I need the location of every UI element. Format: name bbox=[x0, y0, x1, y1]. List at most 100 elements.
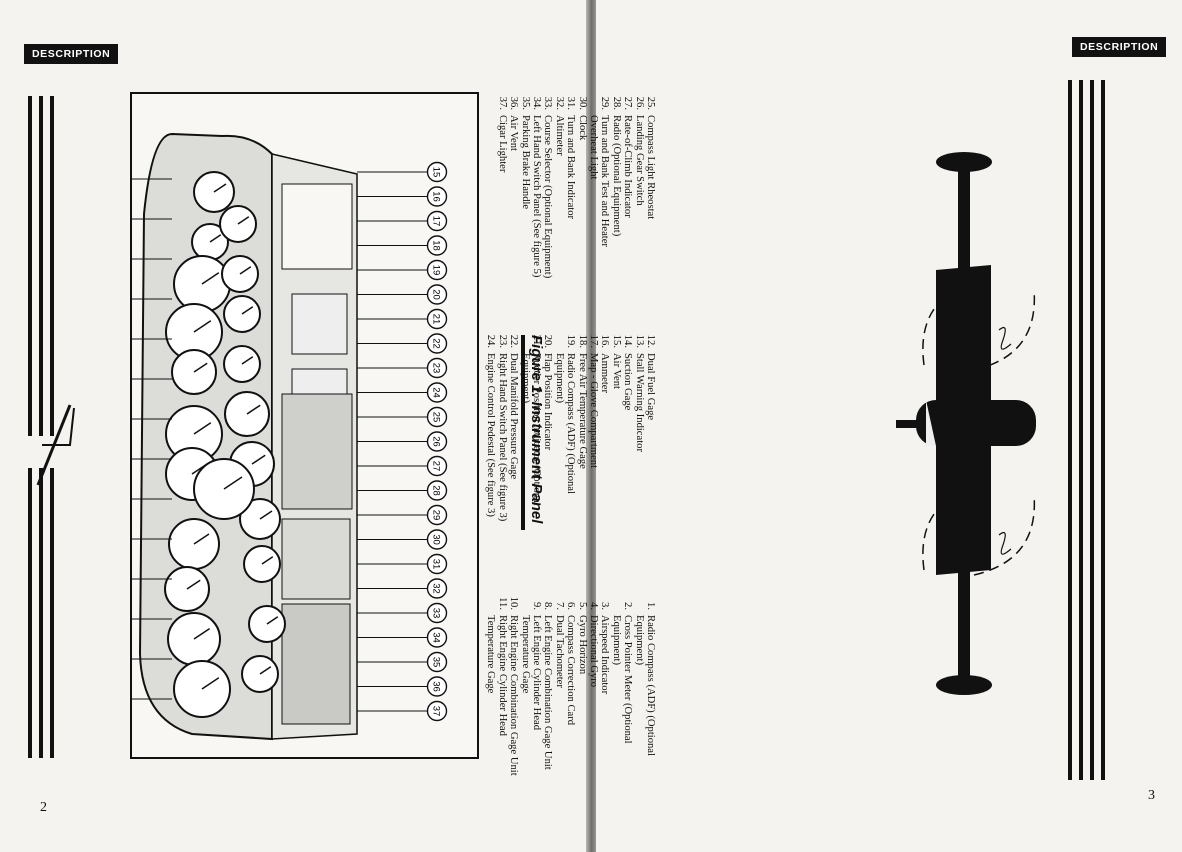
callout-number: 22 bbox=[431, 338, 442, 349]
legend-item-number: 10. bbox=[508, 596, 520, 610]
legend-item-text: Air Vent bbox=[610, 353, 622, 389]
legend-item: 33.Course Selector (Optional Equipment) bbox=[542, 90, 553, 280]
legend-item-number: 28. bbox=[610, 96, 622, 110]
legend-item-text: Right Engine Cylinder Head Temperature G… bbox=[485, 615, 508, 736]
propeller-arc-icon bbox=[922, 482, 1036, 576]
legend-item-text: Compass Correction Card bbox=[565, 615, 577, 726]
legend-item-text: Radio (Optional Equipment) bbox=[610, 115, 622, 237]
legend-item: 13.Stall Warning Indicator bbox=[633, 328, 645, 523]
legend-item-text: Engine Control Pedestal (See figure 3) bbox=[485, 353, 497, 517]
legend-item: 21. Rudder Position Indicator (Optional E… bbox=[519, 328, 542, 523]
legend-item-number: 26. bbox=[633, 96, 645, 110]
legend-item-text: Clock bbox=[576, 115, 588, 141]
legend-item-text: Flap Position Indicator bbox=[542, 353, 554, 451]
gauge-needle bbox=[193, 422, 212, 435]
section-tab-left: DESCRIPTION bbox=[24, 44, 119, 64]
callout-number: 32 bbox=[431, 583, 442, 594]
legend-item-number: 5. bbox=[576, 602, 588, 610]
legend-item-number: 29. bbox=[599, 96, 611, 110]
legend-item-number: 8. bbox=[542, 602, 554, 610]
callout-number: 26 bbox=[431, 436, 442, 447]
legend-item: 29.Turn and Bank Test and Heater Overhea… bbox=[588, 90, 611, 280]
gauge-needle bbox=[201, 677, 220, 690]
gauge-needle bbox=[241, 356, 254, 365]
legend-item-text: Right Hand Switch Panel (See figure 3) bbox=[496, 353, 508, 522]
legend-item: 11. Right Engine Cylinder Head Temperatur… bbox=[485, 590, 508, 780]
legend-item-number: 4. bbox=[587, 602, 599, 610]
callout-28: 28 bbox=[357, 480, 448, 501]
callout-number: 27 bbox=[431, 461, 442, 472]
gauge-needle bbox=[223, 476, 243, 490]
callout-20: 20 bbox=[357, 284, 448, 305]
callout-number: 28 bbox=[431, 485, 442, 496]
callout-31: 31 bbox=[357, 553, 448, 575]
callout-number: 21 bbox=[431, 314, 442, 325]
legend-item-text: Cross Pointer Meter (Optional Equipment) bbox=[610, 615, 634, 744]
callout-34: 34 bbox=[357, 627, 448, 648]
legend-item-text: Radio Compass (ADF) (Optional Equipment) bbox=[553, 353, 577, 494]
callout-number: 17 bbox=[431, 216, 442, 227]
callout-number: 35 bbox=[431, 657, 442, 668]
gauge-needle bbox=[213, 183, 227, 193]
legend-item-number: 2. bbox=[622, 602, 634, 610]
legend-item-number: 27. bbox=[622, 96, 634, 110]
legend-item: 10.Right Engine Combination Gage Unit bbox=[508, 590, 519, 780]
legend-item: 34.Left Hand Switch Panel (See figure 5) bbox=[531, 90, 542, 280]
gauge-needle bbox=[186, 579, 201, 590]
legend-item-text: Turn and Bank Indicator bbox=[565, 115, 577, 220]
legend-item-text: Map - Glove Compartment bbox=[587, 353, 599, 469]
legend-item: 2. Cross Pointer Meter (Optional Equipmen… bbox=[610, 590, 633, 780]
callout-23: 23 bbox=[357, 357, 448, 379]
propeller-arc-icon bbox=[922, 277, 1036, 371]
legend-item-number: 15. bbox=[610, 334, 622, 348]
legend-item: 14.Suction Gage bbox=[622, 328, 633, 523]
callout-number: 20 bbox=[431, 289, 442, 300]
callout-number: 18 bbox=[431, 240, 442, 251]
callout-number: 16 bbox=[431, 191, 442, 202]
callout-number: 34 bbox=[431, 632, 442, 643]
gauge-needle bbox=[241, 306, 254, 315]
callout-number: 31 bbox=[431, 559, 442, 570]
legend-item-number: 21. bbox=[530, 334, 542, 348]
legend-item: 18.Free Air Temperature Gage bbox=[576, 328, 588, 523]
legend-item-text: Course Selector (Optional Equipment) bbox=[542, 115, 554, 279]
legend-item: 3.Airspeed Indicator bbox=[599, 590, 610, 780]
legend-item: 5.Gyro Horizon bbox=[576, 590, 588, 780]
legend-item: 25.Compass Light Rheostat bbox=[645, 90, 656, 280]
callout-21: 21 bbox=[357, 308, 448, 330]
legend-item-text: Dual Tachometer bbox=[553, 615, 565, 688]
callout-30: 30 bbox=[357, 529, 448, 550]
side-stripes-left-lower bbox=[28, 468, 54, 758]
legend-item: 9. Left Engine Cylinder Head Temperature … bbox=[519, 590, 542, 780]
left-page: DESCRIPTION 1234567891011121314151617181… bbox=[0, 0, 588, 852]
legend-item: 19.Radio Compass (ADF) (Optional Equipme… bbox=[553, 328, 576, 523]
legend-item-text: Stall Warning Indicator bbox=[633, 353, 645, 452]
side-stripes-right bbox=[1068, 80, 1105, 780]
legend-item-number: 20. bbox=[542, 334, 554, 348]
callout-17: 17 bbox=[357, 210, 448, 232]
legend-item: 17.Map - Glove Compartment bbox=[588, 328, 599, 523]
legend-item-number: 12. bbox=[645, 334, 656, 348]
callout-19: 19 bbox=[357, 259, 448, 281]
legend-item-text: Rudder Position Indicator (Optional Equi… bbox=[519, 353, 542, 506]
legend-item-text: Air Vent bbox=[508, 115, 520, 151]
legend-item: 12. Dual Fuel Gage bbox=[645, 328, 656, 523]
gauge-needle bbox=[261, 556, 274, 565]
legend-item: 15. Air Vent bbox=[610, 328, 622, 523]
gauge-needle bbox=[259, 666, 272, 675]
callout-number: 25 bbox=[431, 412, 442, 423]
legend-item-number: 11. bbox=[496, 597, 508, 610]
legend-item-text: Left Engine Cylinder Head Temperature Ga… bbox=[519, 615, 542, 731]
gauge-needle bbox=[201, 272, 220, 285]
legend-item: 35.Parking Brake Handle bbox=[519, 90, 531, 280]
gauge-needle bbox=[259, 510, 273, 520]
gauge-needle bbox=[193, 320, 212, 333]
legend-item-number: 22. bbox=[508, 334, 520, 348]
legend-item-number: 9. bbox=[530, 602, 542, 610]
legend-item-text: Dual Manifold Pressure Gage bbox=[508, 353, 520, 480]
legend-item-text: Dual Fuel Gage bbox=[645, 353, 656, 421]
side-stripes-left bbox=[28, 96, 54, 436]
legend-item-number: 6. bbox=[565, 602, 577, 610]
legend-item: 31.Turn and Bank Indicator bbox=[565, 90, 576, 280]
